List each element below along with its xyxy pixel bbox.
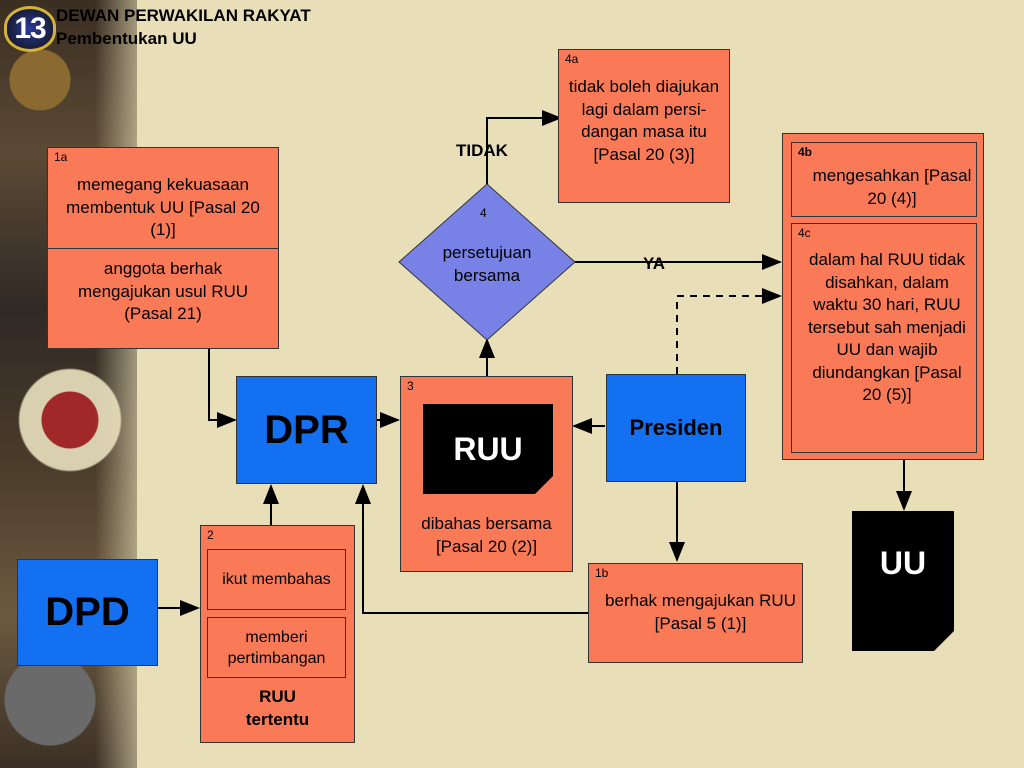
diamond-number: 4 [480,206,487,220]
box-4b-text: mengesahkan [Pasal 20 (4)] [812,166,972,208]
arrow-1b-to-dpr [355,484,588,614]
ruu-label: RUU [453,430,523,467]
box-1a-number: 1a [54,150,68,164]
presiden-label: Presiden [629,415,723,440]
box-2-footer: RUU tertentu [245,687,310,729]
box-2-item-2-text: memberi pertimbangan [227,628,326,667]
box-4-outer: 4b mengesahkan [Pasal 20 (4)] 4c dalam h… [782,133,984,460]
label-tidak: TIDAK [456,141,508,160]
uu-label: UU [879,545,927,581]
box-1a-top-text: memegang kekuasaan membentuk UU [Pasal 2… [66,175,260,239]
box-1b: 1b berhak mengajukan RUU [Pasal 5 (1)] [588,563,803,663]
box-4c-text: dalam hal RUU tidak disahkan, dalam wakt… [808,250,966,404]
ruu-document-icon [423,404,553,494]
box-3-number: 3 [407,379,414,393]
box-4b-number: 4b [798,145,813,159]
dpr-box: DPR [236,376,377,484]
box-2-number: 2 [207,528,214,542]
box-1a: 1a memegang kekuasaan membentuk UU [Pasa… [47,147,279,349]
box-1a-bottom-text: anggota berhak mengajukan usul RUU (Pasa… [77,259,249,323]
arrow-presiden-dashed [676,288,782,374]
arrow-1a-to-dpr [208,348,237,428]
box-2-item-1: ikut membahas [207,549,346,610]
presiden-box: Presiden [606,374,746,482]
dpd-box: DPD [17,559,158,666]
box-4c: 4c dalam hal RUU tidak disahkan, dalam w… [791,223,977,453]
slide-number-badge: 13 [4,6,56,52]
box-2: 2 ikut membahas memberi pertimbangan RUU… [200,525,355,743]
box-1b-text: berhak mengajukan RUU [Pasal 5 (1)] [605,591,796,633]
box-2-item-2: memberi pertimbangan [207,617,346,678]
dpr-label: DPR [264,407,349,452]
box-1a-divider [48,248,278,249]
box-3-text: dibahas bersama [Pasal 20 (2)] [421,514,552,556]
label-ya: YA [643,254,666,273]
box-3: 3 RUU dibahas bersama [Pasal 20 (2)] [400,376,573,572]
box-1b-number: 1b [595,566,609,580]
diamond-text: persetujuan bersama [442,243,532,285]
header-subtitle: Pembentukan UU [56,29,197,48]
box-4c-number: 4c [798,226,811,240]
diamond-persetujuan [398,183,576,341]
box-4a: 4a tidak boleh diajukan lagi dalam persi… [558,49,730,203]
box-2-item-1-text: ikut membahas [222,571,331,588]
box-4a-text: tidak boleh diajukan lagi dalam persi-da… [568,77,720,164]
header-title: DEWAN PERWAKILAN RAKYAT [56,6,311,25]
box-4b: 4b mengesahkan [Pasal 20 (4)] [791,142,977,217]
dpd-label: DPD [45,590,130,634]
uu-document-icon [852,511,954,651]
arrow-tidak [486,110,562,184]
slide-number: 13 [14,12,46,45]
box-4a-number: 4a [565,52,579,66]
